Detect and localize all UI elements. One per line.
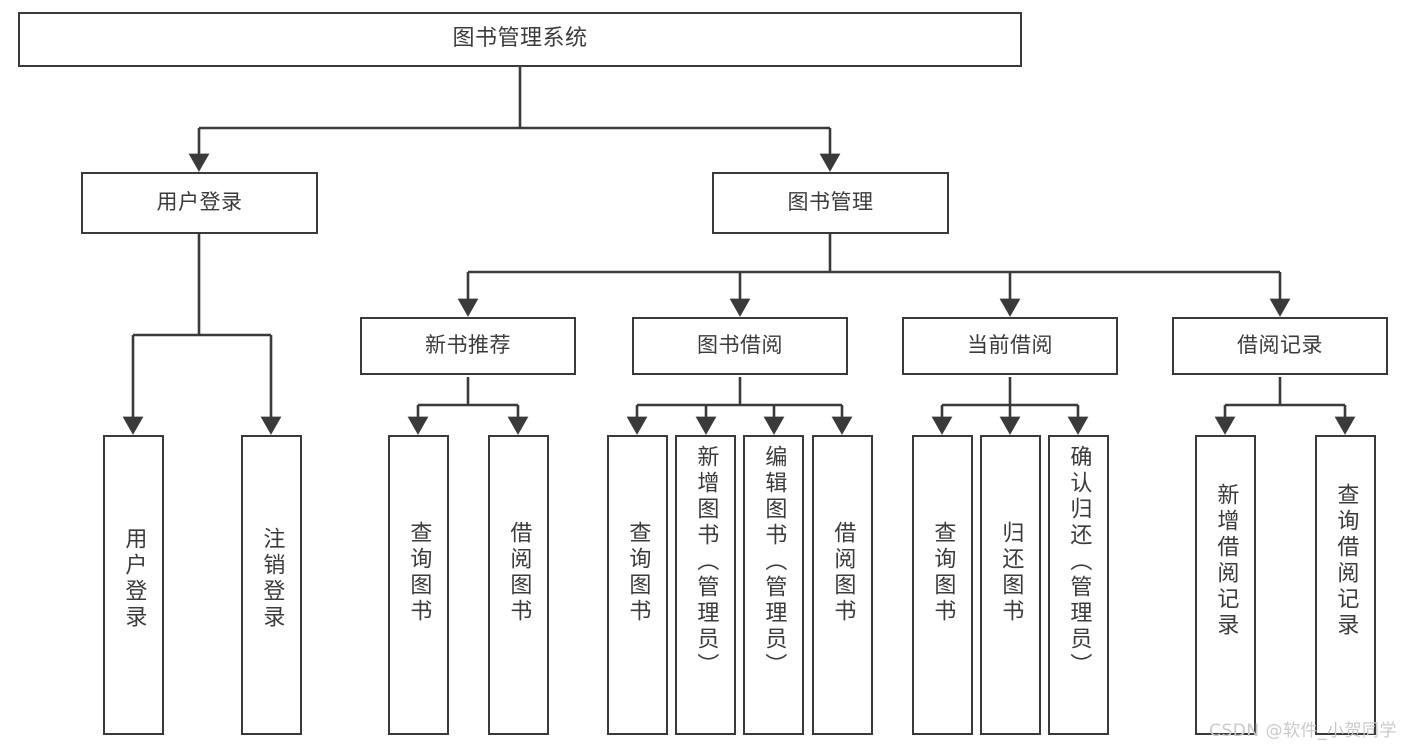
- node-label: 查询图书: [625, 521, 651, 625]
- node-label: 归还图书: [998, 521, 1024, 625]
- node-leaf-add-borrow-record[interactable]: 新增借阅记录: [1195, 435, 1256, 735]
- node-leaf-query-book-current[interactable]: 查询图书: [912, 435, 973, 735]
- node-label: 查询借阅记录: [1333, 483, 1359, 639]
- node-label: 新增借阅记录: [1213, 483, 1239, 639]
- node-leaf-query-borrow-record[interactable]: 查询借阅记录: [1315, 435, 1376, 735]
- node-user-login[interactable]: 用户登录: [81, 172, 318, 234]
- node-label: 注销登录: [259, 527, 285, 631]
- node-borrow-record[interactable]: 借阅记录: [1172, 317, 1388, 375]
- node-leaf-user-logout[interactable]: 注销登录: [241, 435, 302, 735]
- node-label: 借阅图书: [830, 521, 856, 625]
- node-leaf-return-book[interactable]: 归还图书: [980, 435, 1041, 735]
- node-root-system[interactable]: 图书管理系统: [18, 12, 1022, 67]
- node-label: 当前借阅: [967, 333, 1053, 358]
- node-leaf-borrow-book-new[interactable]: 借阅图书: [488, 435, 549, 735]
- node-leaf-confirm-return-admin[interactable]: 确认归还（管理员）: [1048, 435, 1109, 735]
- node-label: 借阅记录: [1237, 333, 1323, 358]
- node-leaf-add-book-admin[interactable]: 新增图书（管理员）: [675, 435, 736, 735]
- node-label: 图书管理系统: [452, 26, 588, 52]
- node-label: 图书借阅: [697, 333, 783, 358]
- node-current-borrow[interactable]: 当前借阅: [902, 317, 1118, 375]
- node-label: 用户登录: [121, 527, 147, 631]
- node-label: 查询图书: [406, 521, 432, 625]
- node-leaf-query-book-new[interactable]: 查询图书: [388, 435, 449, 735]
- node-leaf-borrow-book[interactable]: 借阅图书: [812, 435, 873, 735]
- node-label: 用户登录: [156, 190, 243, 215]
- node-label: 新书推荐: [425, 333, 511, 358]
- node-label: 编辑图书（管理员）: [761, 445, 787, 679]
- node-leaf-query-book-borrow[interactable]: 查询图书: [607, 435, 668, 735]
- node-book-management[interactable]: 图书管理: [712, 172, 949, 234]
- node-label: 新增图书（管理员）: [693, 445, 719, 679]
- watermark-text: CSDN @软件_小贺同学: [1209, 721, 1397, 741]
- node-new-book-recommend[interactable]: 新书推荐: [360, 317, 576, 375]
- node-leaf-user-login[interactable]: 用户登录: [103, 435, 164, 735]
- node-label: 确认归还（管理员）: [1066, 445, 1092, 679]
- node-label: 图书管理: [787, 190, 874, 215]
- node-leaf-edit-book-admin[interactable]: 编辑图书（管理员）: [743, 435, 804, 735]
- node-label: 借阅图书: [506, 521, 532, 625]
- node-book-borrow[interactable]: 图书借阅: [632, 317, 848, 375]
- node-label: 查询图书: [930, 521, 956, 625]
